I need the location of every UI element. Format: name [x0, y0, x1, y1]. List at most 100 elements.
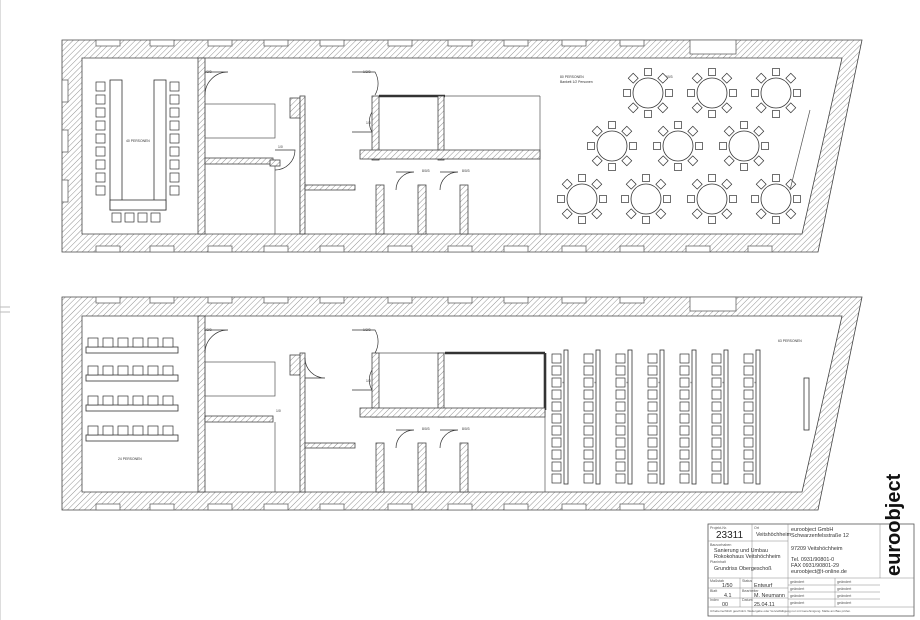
chair [95, 81, 106, 92]
chair [657, 155, 669, 167]
revision-label: geändert [837, 587, 851, 591]
chair [578, 174, 586, 182]
chair [687, 125, 699, 137]
sheet-label: Blatt [710, 589, 717, 593]
chair [647, 401, 658, 412]
chair [132, 365, 144, 376]
chair [644, 110, 652, 118]
u-shaped-conference-table [109, 79, 167, 211]
room-label-lecture: 63 PERSONEN [778, 339, 802, 343]
chair [785, 102, 797, 114]
round-table [566, 183, 598, 215]
chair [743, 389, 754, 400]
chair [162, 395, 174, 406]
chair [674, 163, 682, 171]
chair [117, 395, 129, 406]
round-table [760, 77, 792, 109]
scale: 1/50 [722, 583, 733, 589]
chair [162, 337, 174, 348]
door-label: 1/0 [366, 379, 371, 383]
chair [653, 142, 661, 150]
chair [551, 437, 562, 448]
seat-mark: + [722, 381, 724, 385]
chair [687, 155, 699, 167]
windows-bottom [95, 245, 773, 253]
chair [599, 195, 607, 203]
windows-side [61, 79, 69, 203]
windows-bottom [95, 503, 645, 511]
chair [551, 413, 562, 424]
door-label: 8/0/3 [462, 169, 470, 173]
round-table [696, 183, 728, 215]
lecture-seat-columns: +++++++ [551, 349, 761, 485]
scale-label: Maßstab [710, 579, 724, 583]
chair [679, 473, 690, 484]
chair [169, 172, 180, 183]
chair [674, 121, 682, 129]
chair [647, 413, 658, 424]
sheet: 4.1 [724, 593, 732, 599]
chair [561, 208, 573, 220]
chair [625, 208, 637, 220]
chair [551, 353, 562, 364]
seat-mark: + [626, 381, 628, 385]
chair [711, 401, 722, 412]
sheet-frame [0, 0, 10, 620]
chair [117, 425, 129, 436]
chair [615, 353, 626, 364]
revision-label: geändert [790, 594, 804, 598]
chair [711, 353, 722, 364]
chair [169, 94, 180, 105]
chair [150, 212, 161, 223]
chair [711, 473, 722, 484]
footer-note: Urheberrechtlich geschützt. Weitergabe o… [710, 609, 851, 613]
company-tel: Tel. 0931/90801-0 [791, 557, 834, 563]
company-city: 97209 Veitshöchheim [791, 546, 843, 552]
chair [743, 377, 754, 388]
chair [721, 208, 733, 220]
company-name: euroobject GmbH [791, 527, 833, 533]
project-no-label: Projekt-Nr. [710, 526, 727, 530]
chair [743, 425, 754, 436]
chair [711, 389, 722, 400]
date: 25.04.11 [754, 602, 775, 608]
desk [85, 346, 179, 354]
seat-mark: + [754, 381, 756, 385]
chair [711, 365, 722, 376]
project-place: Veitshöchheim [756, 532, 792, 538]
drawn-label: Bearbeiter [742, 589, 759, 593]
chair [169, 146, 180, 157]
chair [583, 353, 594, 364]
index-label: Index [710, 598, 719, 602]
chair [162, 365, 174, 376]
chair [679, 437, 690, 448]
round-table [696, 77, 728, 109]
chair [753, 125, 765, 137]
chair [740, 121, 748, 129]
chair [647, 377, 658, 388]
company-logo: euroobject [883, 473, 905, 576]
chair [627, 102, 639, 114]
chair [743, 437, 754, 448]
chair [793, 89, 801, 97]
banquet-round-tables [557, 68, 801, 224]
seat-mark: + [562, 381, 564, 385]
room-label-banquet: 80 PERSONEN [560, 75, 584, 79]
chair [169, 81, 180, 92]
chair [711, 377, 722, 388]
chair [723, 155, 735, 167]
chair [124, 212, 135, 223]
upper-floor-plan: 1/2/3 1/2/3 1/0 8/0/3 8/0/3 1/0 0/0/3 40… [61, 39, 863, 253]
round-table [662, 130, 694, 162]
round-table [632, 77, 664, 109]
door-label: 8/0/3 [462, 427, 470, 431]
chair [647, 389, 658, 400]
chair [647, 437, 658, 448]
chair [169, 185, 180, 196]
chair [162, 425, 174, 436]
chair [557, 195, 565, 203]
chair [615, 449, 626, 460]
company-street: Schwarzenfelsstraße 12 [791, 533, 849, 539]
door-labels: 1/2/3 1/2/3 1/0 8/0/3 8/0/3 1/0 [204, 328, 470, 431]
chair [679, 365, 690, 376]
